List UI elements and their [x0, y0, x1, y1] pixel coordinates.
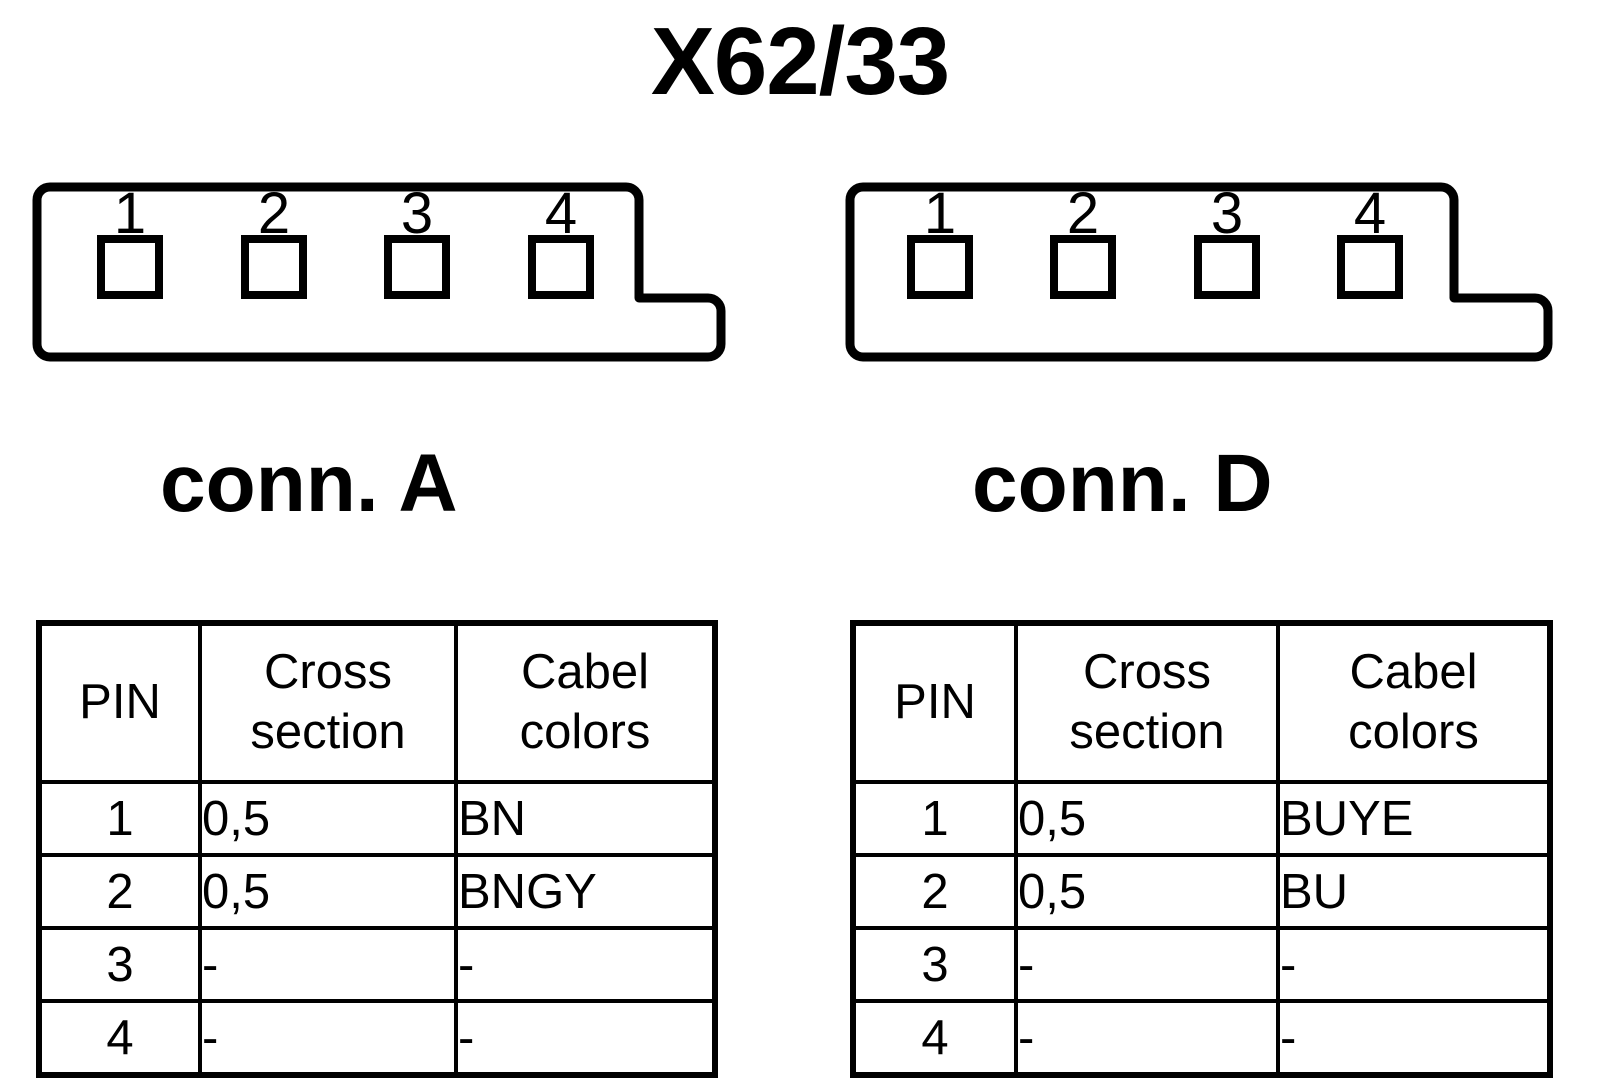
table-d-row-1-cross-section: 0,5 [1014, 780, 1280, 857]
table-row: 2 0,5 BNGY [37, 853, 717, 930]
table-a-header: PIN Cross section Cabel colors [37, 621, 717, 784]
table-d-row-2-pin: 2 [851, 853, 1018, 930]
table-a-row-1-pin: 1 [37, 780, 202, 857]
header-colors-text: colors [519, 705, 651, 759]
table-d-row-3-cross-section: - [1014, 926, 1280, 1003]
connector-a-pin-3-label: 3 [401, 181, 433, 246]
connector-a-pin-1-label: 1 [114, 181, 146, 246]
connector-d-pinout-table-wrapper: PIN Cross section Cabel colors 1 0,5 BUY… [850, 620, 1553, 1078]
connector-d-pin-2-cavity [1050, 235, 1116, 299]
table-a-row-3-pin: 3 [37, 926, 202, 1003]
table-row: 2 0,5 BU [851, 853, 1552, 930]
table-a-row-4-cross-section: - [198, 999, 458, 1077]
connector-d-pin-3-label: 3 [1211, 181, 1243, 246]
connector-d-caption: conn. D [972, 438, 1273, 529]
header-cross-text: Cross [264, 645, 392, 699]
table-row: 1 0,5 BN [37, 780, 717, 857]
table-d-row-1-pin: 1 [851, 780, 1018, 857]
table-a-row-2-pin: 2 [37, 853, 202, 930]
header-pin-text: PIN [894, 675, 976, 729]
table-a-row-3-cabel-colors: - [454, 926, 717, 1003]
header-cabel-text: Cabel [520, 645, 650, 699]
table-d-row-4-cabel-colors: - [1276, 999, 1552, 1077]
table-d-row-4-cross-section: - [1014, 999, 1280, 1077]
table-header-row: PIN Cross section Cabel colors [37, 621, 717, 784]
connector-a-pin-1-cavity [97, 235, 163, 299]
connector-a-diagram: 1 2 3 4 [30, 176, 736, 368]
connector-d-outline [845, 182, 1553, 362]
table-a-row-4-pin: 4 [37, 999, 202, 1077]
header-section-text: section [1069, 705, 1225, 759]
table-a-row-1-cabel-colors: BN [454, 780, 717, 857]
connector-a-pin-4-label: 4 [545, 181, 577, 246]
table-a-header-cross-section: Cross section [198, 621, 458, 784]
connector-d-diagram: 1 2 3 4 [843, 176, 1563, 368]
header-pin-text: PIN [79, 675, 161, 729]
connector-a-pin-2-label: 2 [258, 181, 290, 246]
table-d-header: PIN Cross section Cabel colors [851, 621, 1552, 784]
table-row: 4 - - [37, 999, 717, 1077]
header-cabel-text: Cabel [1349, 645, 1478, 699]
header-cross-text: Cross [1083, 645, 1211, 699]
header-section-text: section [250, 705, 406, 759]
header-colors-text: colors [1348, 705, 1479, 759]
connector-a-pin-2-cavity [241, 235, 307, 299]
table-d-row-2-cross-section: 0,5 [1014, 853, 1280, 930]
table-a-header-pin: PIN [37, 621, 202, 784]
connector-d-pin-1-label: 1 [924, 181, 956, 246]
table-row: 1 0,5 BUYE [851, 780, 1552, 857]
table-d-body: 1 0,5 BUYE 2 0,5 BU 3 - - 4 - - [851, 780, 1552, 1077]
connector-d-pin-3-cavity [1194, 235, 1260, 299]
table-row: 3 - - [851, 926, 1552, 1003]
connector-a-housing-svg: 1 2 3 4 [32, 181, 726, 362]
connector-d-pin-4-cavity [1337, 235, 1403, 299]
table-header-row: PIN Cross section Cabel colors [851, 621, 1552, 784]
table-d-header-pin: PIN [851, 621, 1018, 784]
table-a-header-cabel-colors: Cabel colors [454, 621, 717, 784]
table-d-row-4-pin: 4 [851, 999, 1018, 1077]
connector-a-pinout-table: PIN Cross section Cabel colors 1 0,5 BN … [36, 620, 718, 1078]
page-title: X62/33 [650, 8, 950, 115]
table-d-header-cross-section: Cross section [1014, 621, 1280, 784]
table-a-row-3-cross-section: - [198, 926, 458, 1003]
table-d-row-2-cabel-colors: BU [1276, 853, 1552, 930]
table-a-row-1-cross-section: 0,5 [198, 780, 458, 857]
connector-d-pin-4-label: 4 [1354, 181, 1386, 246]
table-row: 3 - - [37, 926, 717, 1003]
connector-d-pin-2-label: 2 [1067, 181, 1099, 246]
table-d-row-3-pin: 3 [851, 926, 1018, 1003]
connector-a-pin-4-cavity [528, 235, 594, 299]
table-d-row-1-cabel-colors: BUYE [1276, 780, 1552, 857]
table-a-row-4-cabel-colors: - [454, 999, 717, 1077]
connector-a-caption: conn. A [160, 438, 458, 529]
table-d-header-cabel-colors: Cabel colors [1276, 621, 1552, 784]
connector-a-pinout-table-wrapper: PIN Cross section Cabel colors 1 0,5 BN … [36, 620, 718, 1078]
table-d-row-3-cabel-colors: - [1276, 926, 1552, 1003]
connector-d-pinout-table: PIN Cross section Cabel colors 1 0,5 BUY… [850, 620, 1553, 1078]
table-a-body: 1 0,5 BN 2 0,5 BNGY 3 - - 4 - - [37, 780, 717, 1077]
table-a-row-2-cross-section: 0,5 [198, 853, 458, 930]
connector-d-housing-svg: 1 2 3 4 [845, 181, 1553, 362]
table-row: 4 - - [851, 999, 1552, 1077]
table-a-row-2-cabel-colors: BNGY [454, 853, 717, 930]
connector-a-pin-3-cavity [384, 235, 450, 299]
connector-a-outline [32, 182, 726, 362]
connector-d-pin-1-cavity [907, 235, 973, 299]
